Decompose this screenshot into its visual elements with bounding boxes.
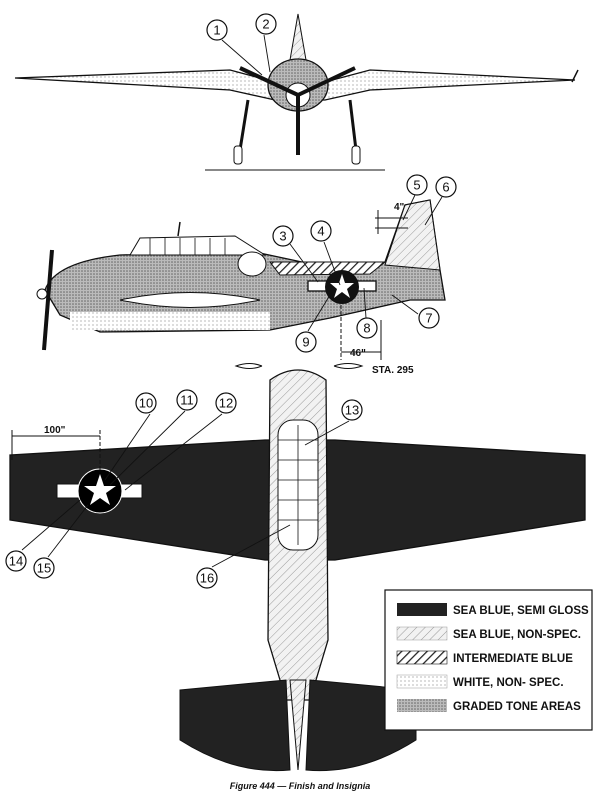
svg-text:SEA BLUE, SEMI GLOSS: SEA BLUE, SEMI GLOSS <box>453 605 589 617</box>
side-view <box>36 199 446 360</box>
legend-item-white-non-spec: WHITE, NON- SPEC. <box>396 674 564 689</box>
svg-text:3: 3 <box>279 229 286 244</box>
insignia-side <box>307 270 377 304</box>
leader-lines <box>21 34 443 568</box>
callout-8: 8 <box>356 317 378 339</box>
figure-caption: Figure 444 — Finish and Insignia <box>230 781 371 791</box>
legend-item-intermediate-blue: INTERMEDIATE BLUE <box>396 650 573 665</box>
callout-9: 9 <box>295 331 317 353</box>
dim-station: STA. 295 <box>372 365 414 376</box>
front-view <box>14 13 579 171</box>
svg-text:15: 15 <box>37 561 51 576</box>
callout-1: 1 <box>206 19 228 41</box>
svg-text:7: 7 <box>425 311 432 326</box>
legend-item-sea-blue-non-spec: SEA BLUE, NON-SPEC. <box>396 626 581 641</box>
svg-text:12: 12 <box>219 396 233 411</box>
callout-15: 15 <box>33 557 55 579</box>
callout-13: 13 <box>341 399 363 421</box>
svg-text:6: 6 <box>442 180 449 195</box>
callouts: 1 2 3 4 5 6 7 8 9 10 11 12 13 14 15 16 <box>5 13 457 589</box>
callout-12: 12 <box>215 392 237 414</box>
svg-text:10: 10 <box>139 396 153 411</box>
dim-wing-offset: 100" <box>44 425 66 436</box>
callout-4: 4 <box>310 220 332 242</box>
callout-5: 5 <box>406 174 428 196</box>
callout-3: 3 <box>272 225 294 247</box>
callout-2: 2 <box>255 13 277 35</box>
callout-10: 10 <box>135 392 157 414</box>
top-view <box>9 363 586 772</box>
callout-7: 7 <box>418 307 440 329</box>
callout-11: 11 <box>176 389 198 411</box>
callout-14: 14 <box>5 550 27 572</box>
svg-text:9: 9 <box>302 335 309 350</box>
svg-text:2: 2 <box>262 17 269 32</box>
svg-text:SEA BLUE, NON-SPEC.: SEA BLUE, NON-SPEC. <box>453 629 581 641</box>
insignia-wing <box>56 468 143 514</box>
callout-6: 6 <box>435 176 457 198</box>
dim-fuselage-offset: 46" <box>350 348 366 359</box>
svg-text:GRADED TONE AREAS: GRADED TONE AREAS <box>453 701 581 713</box>
callout-16: 16 <box>196 567 218 589</box>
svg-text:16: 16 <box>200 571 214 586</box>
svg-text:13: 13 <box>345 403 359 418</box>
svg-text:8: 8 <box>363 321 370 336</box>
svg-text:14: 14 <box>9 554 23 569</box>
svg-text:5: 5 <box>413 178 420 193</box>
svg-text:1: 1 <box>213 23 220 38</box>
legend-item-graded-tone-areas: GRADED TONE AREAS <box>397 699 581 713</box>
svg-text:4: 4 <box>317 224 324 239</box>
svg-text:INTERMEDIATE BLUE: INTERMEDIATE BLUE <box>453 653 573 665</box>
legend: SEA BLUE, SEMI GLOSS SEA BLUE, NON-SPEC.… <box>384 589 593 731</box>
legend-item-sea-blue-semi-gloss: SEA BLUE, SEMI GLOSS <box>397 603 589 617</box>
dim-tail-height: 4" <box>394 202 405 213</box>
svg-text:11: 11 <box>180 393 194 408</box>
svg-text:WHITE, NON- SPEC.: WHITE, NON- SPEC. <box>453 677 564 689</box>
